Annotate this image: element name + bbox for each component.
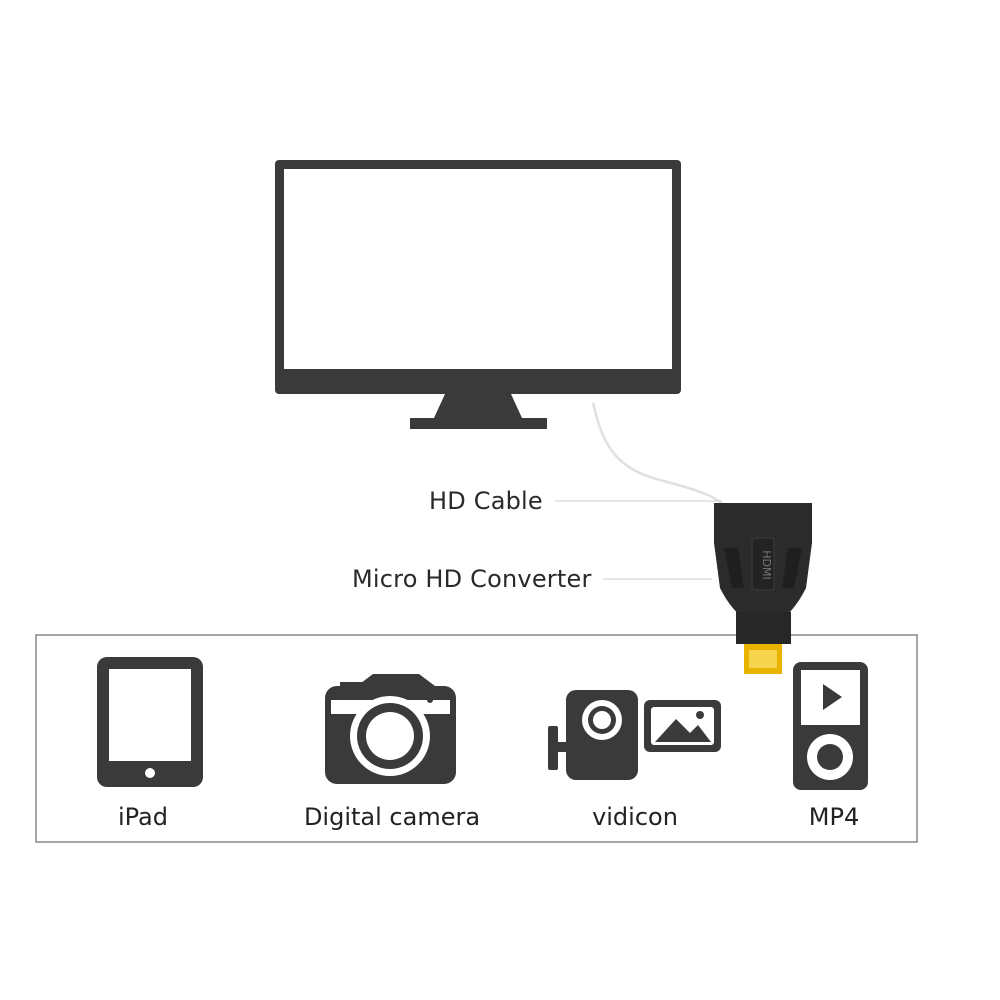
camera-icon (325, 674, 456, 784)
media-player-icon (793, 662, 868, 790)
micro-hd-converter-label: Micro HD Converter (352, 565, 592, 593)
adapter-logo-text: HDMI (760, 550, 773, 579)
tablet-icon (97, 657, 203, 787)
device-label-mp4: MP4 (808, 803, 860, 831)
camcorder-icon (548, 690, 721, 780)
device-panel (35, 634, 918, 843)
device-label-ipad: iPad (117, 803, 169, 831)
micro-hd-converter-icon (714, 503, 812, 674)
device-label-vidicon: vidicon (592, 803, 678, 831)
hd-cable-line (591, 402, 723, 505)
hd-cable-label: HD Cable (429, 487, 543, 515)
monitor-icon (275, 160, 681, 429)
device-label-digital-camera: Digital camera (303, 803, 481, 831)
